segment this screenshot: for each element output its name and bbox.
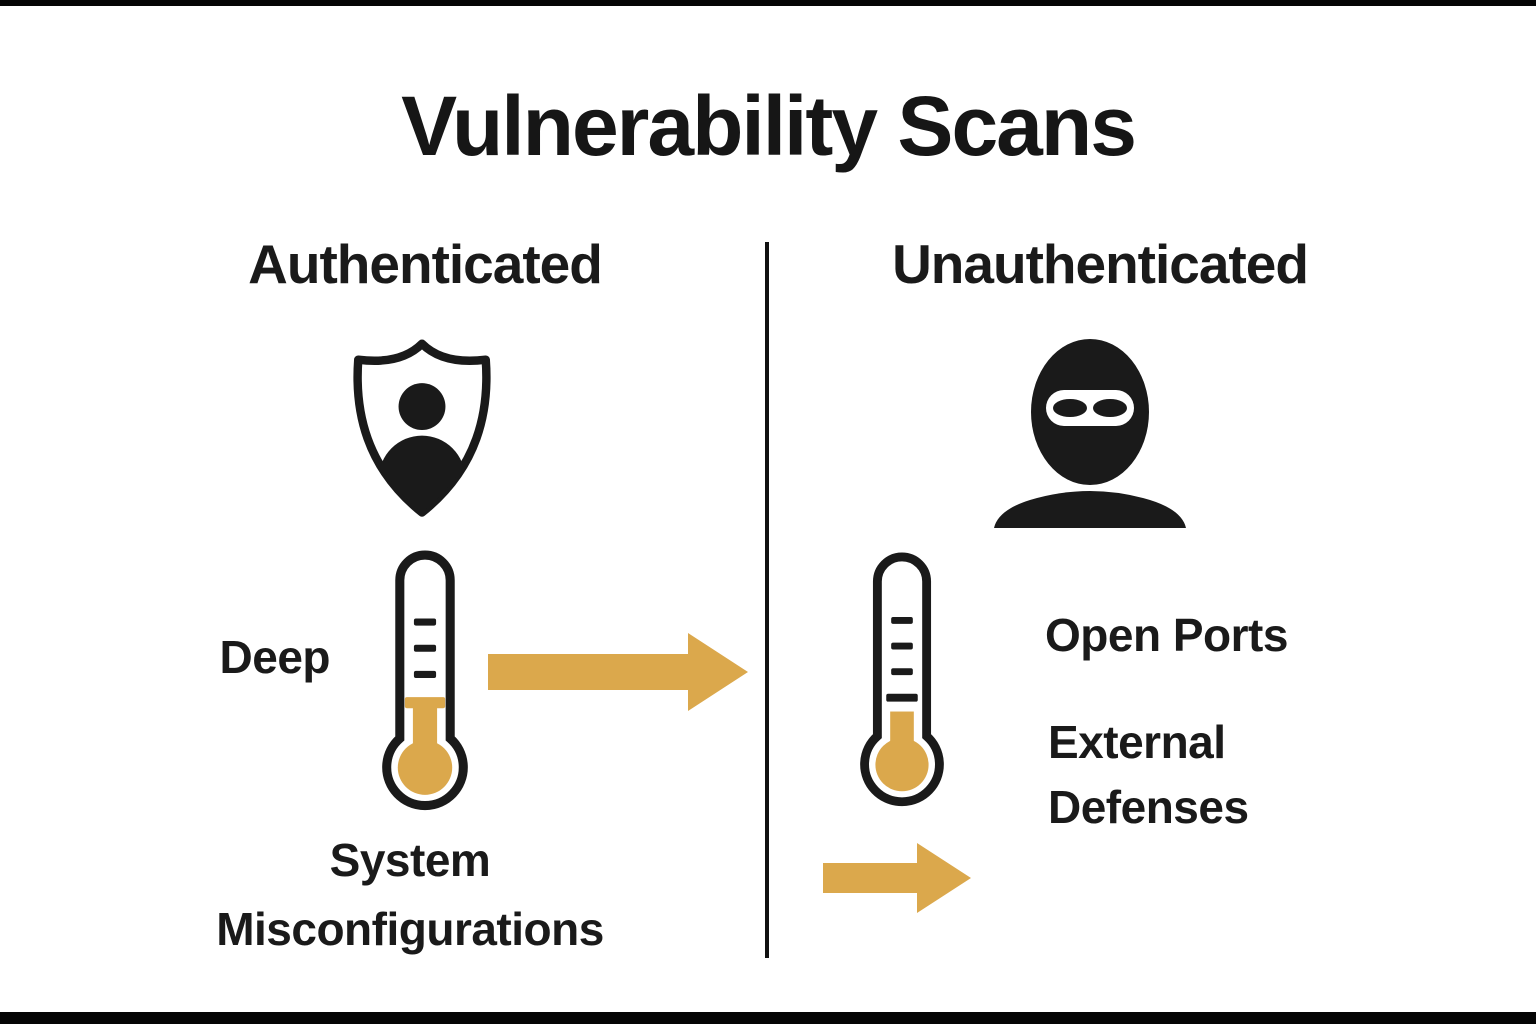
scan-depth-label: Deep <box>219 631 331 683</box>
finding-external-defenses: External Defenses <box>1048 716 1249 834</box>
arrow-right-icon <box>823 843 971 913</box>
unauthenticated-header: Unauthenticated <box>892 233 1309 295</box>
arrow-right-icon <box>488 633 748 711</box>
column-divider <box>765 242 769 958</box>
bottom-border <box>0 1012 1536 1024</box>
thermometer-icon <box>363 550 487 814</box>
page-title: Vulnerability Scans <box>401 79 1137 173</box>
authenticated-caption: System Misconfigurations <box>216 834 604 955</box>
shield-user-icon <box>347 336 497 524</box>
top-border <box>0 0 1536 6</box>
authenticated-header: Authenticated <box>248 233 603 295</box>
thermometer-icon <box>840 552 964 810</box>
balaclava-icon <box>990 336 1190 528</box>
finding-open-ports: Open Ports <box>1045 609 1288 661</box>
